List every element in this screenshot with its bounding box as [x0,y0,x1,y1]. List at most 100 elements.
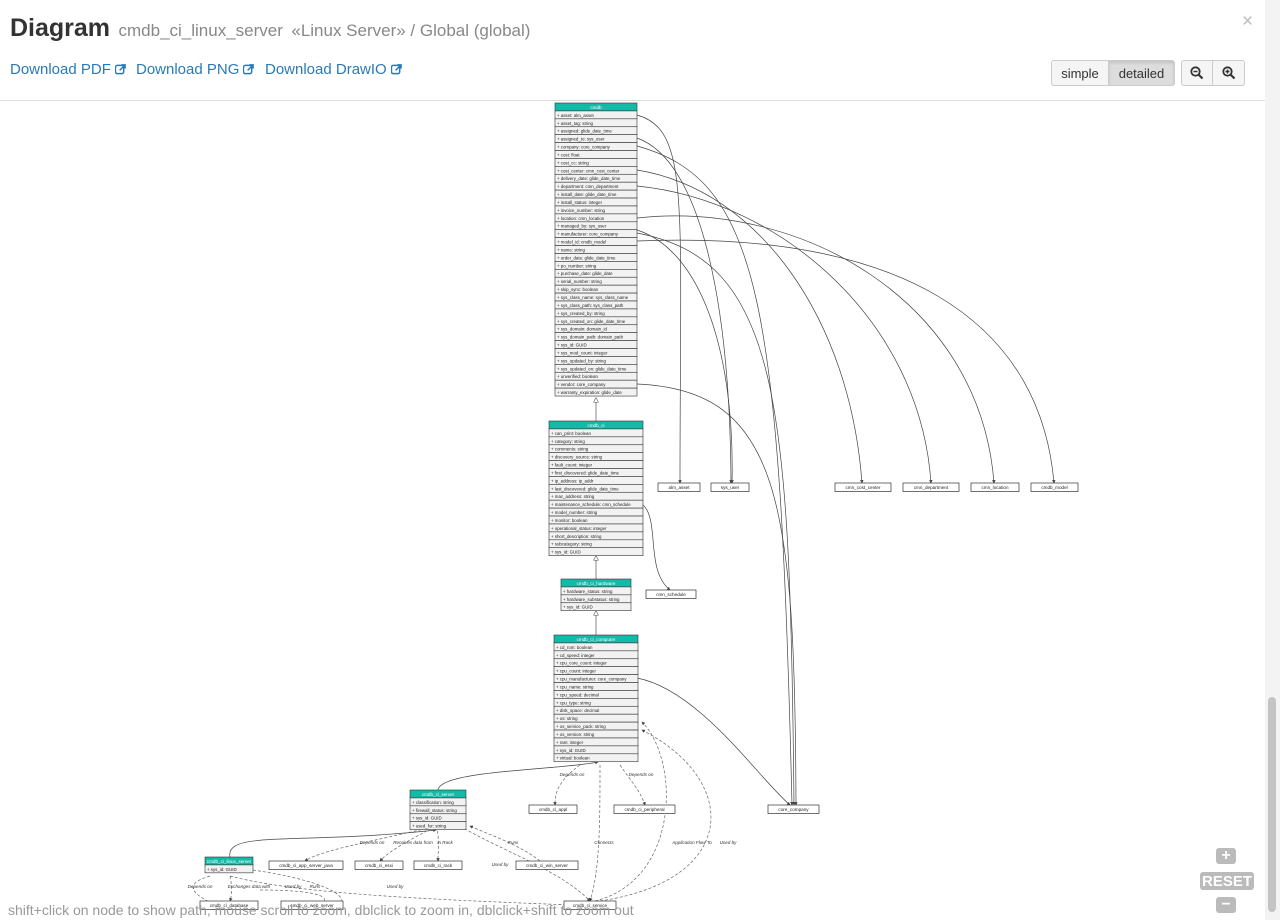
reference-edge [636,229,734,484]
class-node-title: cmdb_ci [587,423,604,428]
ref-node-cmdb-ci-rack[interactable]: cmdb_ci_rack [413,860,463,870]
ref-node-label: cmn_schedule [656,592,686,597]
relationship-edge [192,875,216,906]
class-node-title: cmdb [590,105,602,110]
reset-button[interactable]: RESET [1200,872,1254,890]
class-attribute: + assigned_to: sys_user [557,137,605,142]
zoom-in-button[interactable] [1213,60,1245,86]
relationship-edge [589,764,601,902]
canvas-zoom-in-button[interactable]: + [1216,847,1236,864]
reference-edge [636,239,1056,484]
zoom-buttons [1181,60,1245,86]
ref-node-cmn-location[interactable]: cmn_location [970,482,1020,492]
class-node-cmdb-ci-hardware[interactable]: cmdb_ci_hardware+ hardware_status: strin… [560,578,632,611]
reference-edge [636,145,794,806]
download-drawio-link[interactable]: Download DrawIO [265,61,402,78]
ref-node-cmdb-ci-esxi[interactable]: cmdb_ci_esxi [354,860,404,870]
reference-edge [636,137,733,484]
ref-node-cmdb-ci-web-server[interactable]: cmdb_ci_web_server [280,900,344,910]
class-attribute: + order_date: glide_date_time [557,255,616,260]
ref-node-cmn-schedule[interactable]: cmn_schedule [645,589,697,599]
zoom-out-icon [1190,66,1204,80]
relationship-edge [229,875,571,907]
ref-node-cmdb-ci-app-server-java[interactable]: cmdb_ci_app_server_java [268,860,344,870]
relationship-edge [553,764,581,806]
ref-node-label: cmdb_ci_win_server [526,863,568,868]
scrollbar-thumb[interactable] [1268,697,1276,912]
class-attribute: + company: core_company [557,145,611,150]
class-attribute: + firewall_status: string [412,808,457,813]
ref-node-label: cmdb_ci_web_server [290,903,334,908]
reference-edge [642,504,671,591]
edge-label: Used by [285,884,303,889]
class-attribute: + sys_domain: domain_id [557,327,607,332]
zoom-out-button[interactable] [1181,60,1213,86]
class-attribute: + manufacturer: core_company [557,232,619,237]
diagram-svg[interactable]: cmdb+ asset: alm_asset+ asset_tag: strin… [0,101,1265,920]
class-attribute: + assigned: glide_date_time [557,129,612,134]
class-attribute: + cd_speed: integer [556,653,595,658]
reference-edge [636,169,864,484]
class-attribute: + sys_id: GUID [412,816,442,821]
reference-edge [229,828,437,858]
ref-node-core-company[interactable]: core_company [767,804,820,814]
ref-node-label: cmdb_ci_rack [424,863,453,868]
page-title: Diagram [10,14,111,42]
class-attribute: + cd_rom: boolean [556,645,593,650]
vertical-scrollbar[interactable] [1265,0,1280,920]
class-attribute: + skip_sync: boolean [557,287,599,292]
reference-edge [437,760,599,791]
ref-node-cmdb-model[interactable]: cmdb_model [1030,482,1079,492]
ref-node-cmn-cost-center[interactable]: cmn_cost_center [834,482,892,492]
edge-label: Receives data from [393,840,433,845]
class-node-cmdb-ci-computer[interactable]: cmdb_ci_computer+ cd_rom: boolean+ cd_sp… [553,634,639,763]
close-icon[interactable]: × [1242,11,1254,32]
ref-node-cmn-department[interactable]: cmn_department [902,482,960,492]
ref-node-cmdb-ci-win-server[interactable]: cmdb_ci_win_server [515,860,579,870]
class-node-cmdb-ci-linux-server[interactable]: cmdb_ci_linux_server+ sys_id: GUID [204,856,254,874]
class-attribute: + sys_class_path: sys_class_path [557,303,624,308]
ref-node-label: core_company [778,807,809,812]
reference-edge [636,215,996,484]
class-attribute: + sys_updated_by: string [557,358,606,363]
class-attribute: + cpu_manufacturer: core_company [556,677,627,682]
ref-node-label: alm_asset [669,485,691,490]
class-attribute: + virtual: boolean [556,756,590,761]
ref-node-cmdb-ci-appl[interactable]: cmdb_ci_appl [528,804,578,814]
ref-node-cmdb-ci-database[interactable]: cmdb_ci_database [199,900,259,910]
ref-node-label: cmdb_ci_peripheral [624,807,664,812]
detailed-button[interactable]: detailed [1109,60,1175,86]
class-node-cmdb-ci[interactable]: cmdb_ci + can_print: boolean + category: s… [548,420,644,556]
class-attribute: + can_print: boolean [551,431,591,436]
class-node-cmdb[interactable]: cmdb+ asset: alm_asset+ asset_tag: strin… [554,102,638,397]
download-png-link[interactable]: Download PNG [136,61,255,78]
class-attribute: + sys_id: GUID [551,550,581,555]
ref-node-alm-asset[interactable]: alm_asset [657,482,701,492]
class-attribute: + sys_id: GUID [556,748,586,753]
edge-label: Depends on [188,884,213,889]
ref-node-label: cmn_department [914,485,949,490]
class-node-cmdb-ci-server[interactable]: cmdb_ci_server+ classification: string+ … [409,789,467,830]
ref-node-cmdb-ci-service[interactable]: cmdb_ci_service [563,900,617,910]
ref-node-label: cmdb_model [1041,485,1067,490]
class-attribute: + fault_count: integer [551,463,593,468]
edge-label: In Rack [437,840,453,845]
class-attribute: + model_number: string [551,510,598,515]
class-attribute: + category: string [551,439,585,444]
ref-node-cmdb-ci-peripheral[interactable]: cmdb_ci_peripheral [613,804,676,814]
ref-node-label: cmn_cost_center [846,485,881,490]
relationship-edge [619,764,646,806]
simple-button[interactable]: simple [1051,60,1109,86]
diagram-canvas[interactable]: cmdb+ asset: alm_asset+ asset_tag: strin… [0,101,1265,920]
class-attribute: + warranty_expiration: glide_date [557,390,622,395]
class-attribute: + ram: integer [556,740,584,745]
class-attribute: + monitor: boolean [551,518,588,523]
ref-node-label: sys_user [721,485,740,490]
class-attribute: + cost: float [557,152,580,157]
ref-node-sys-user[interactable]: sys_user [710,482,750,492]
edge-label: Application Flow To [671,840,712,845]
relationship-edge [599,729,712,902]
canvas-zoom-out-button[interactable]: − [1216,896,1236,913]
relationship-edge [229,875,233,902]
download-pdf-link[interactable]: Download PDF [10,61,126,78]
